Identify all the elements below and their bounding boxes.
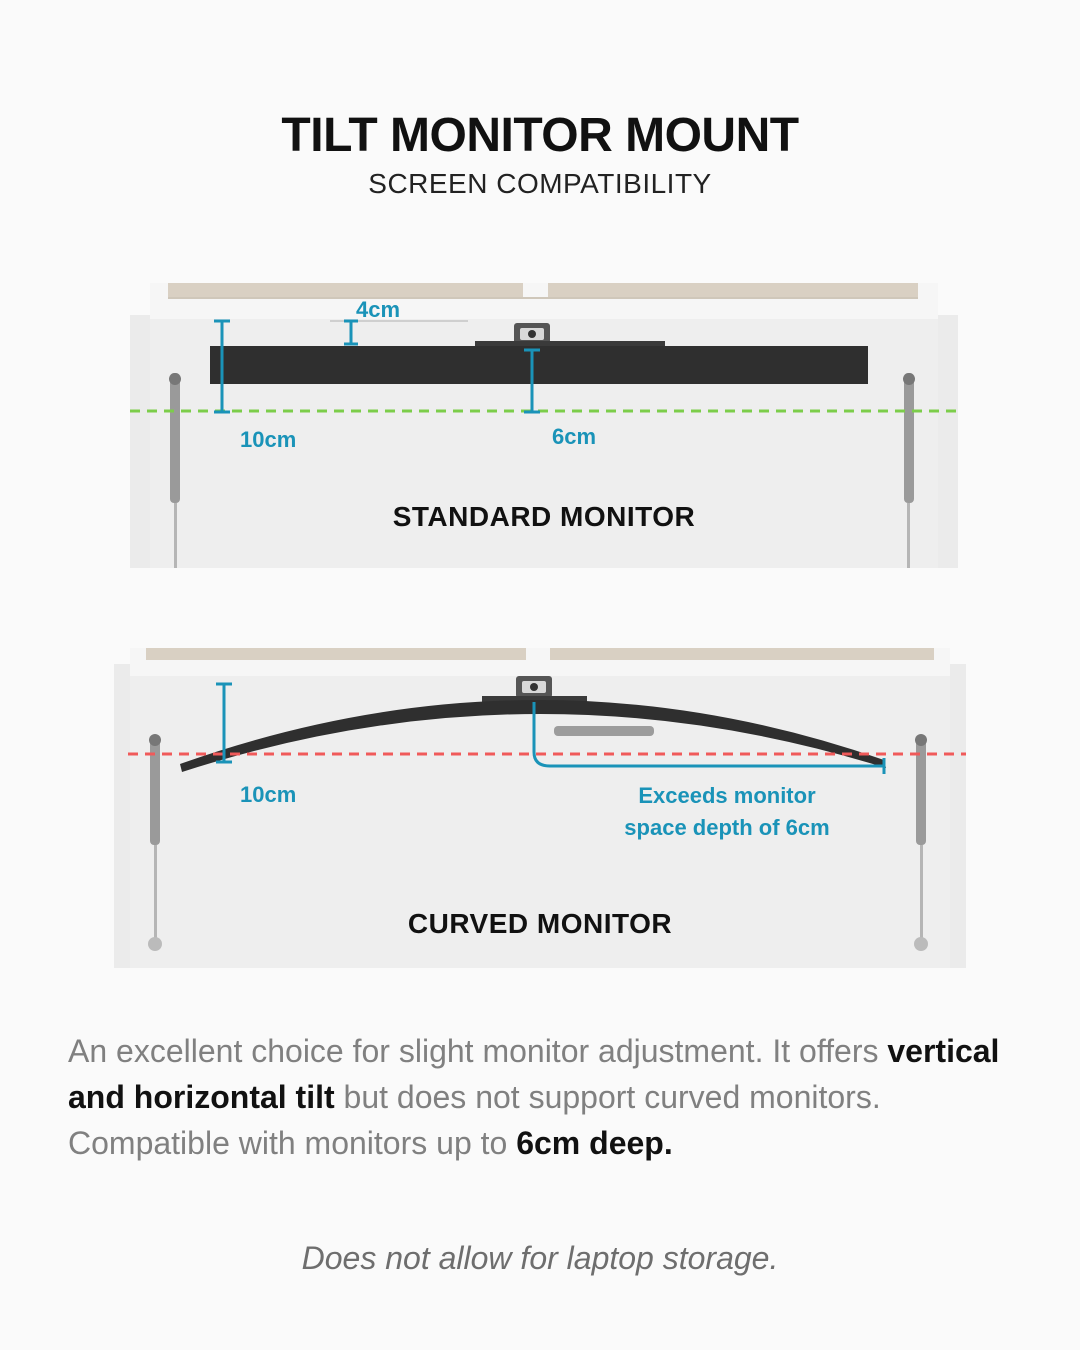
left-gas-strut (148, 734, 162, 951)
exceeds-depth-note-line1: Exceeds monitor (638, 783, 816, 808)
description-text-2: but does not support curved monitors. Co… (68, 1079, 881, 1161)
dim-marker-10cm (214, 319, 230, 414)
standard-monitor-illustration (130, 283, 958, 568)
exceeds-depth-note: Exceeds monitor space depth of 6cm (584, 780, 870, 844)
tilt-mount-bracket (475, 323, 665, 347)
page-title: TILT MONITOR MOUNT (281, 109, 799, 162)
dim-label-10cm: 10cm (240, 782, 297, 807)
footnote: Does not allow for laptop storage. (301, 1240, 779, 1276)
description-text-1: An excellent choice for slight monitor a… (68, 1033, 888, 1069)
dim-marker-4cm (344, 319, 358, 346)
right-gas-strut (914, 734, 928, 951)
description-bold-tilt: vertical and horizontal tilt (68, 1033, 1000, 1115)
description-paragraph: An excellent choice for slight monitor a… (68, 1028, 1048, 1166)
standard-monitor-label: STANDARD MONITOR (392, 501, 696, 532)
left-gas-strut (169, 373, 181, 568)
standard-monitor-panel: 4cm 10cm 6cm STANDARD MONITOR (130, 283, 958, 568)
exceeds-depth-marker (532, 702, 886, 774)
dim-marker-6cm (524, 348, 540, 414)
dim-label-6cm: 6cm (552, 424, 597, 449)
exceeds-depth-note-line2: space depth of 6cm (624, 815, 830, 840)
page-subtitle: SCREEN COMPATIBILITY (368, 168, 712, 199)
curved-monitor-illustration (114, 648, 966, 968)
dim-label-10cm: 10cm (240, 427, 297, 452)
dim-marker-10cm (216, 682, 232, 764)
curved-monitor-panel: 10cm Exceeds monitor space depth of 6cm … (114, 648, 966, 968)
right-gas-strut (903, 373, 915, 568)
curved-monitor-label: CURVED MONITOR (407, 908, 673, 939)
curved-monitor-body (180, 699, 886, 772)
standard-monitor-body (210, 346, 868, 384)
dim-label-4cm: 4cm (356, 297, 401, 322)
description-bold-depth: 6cm deep. (516, 1125, 673, 1161)
